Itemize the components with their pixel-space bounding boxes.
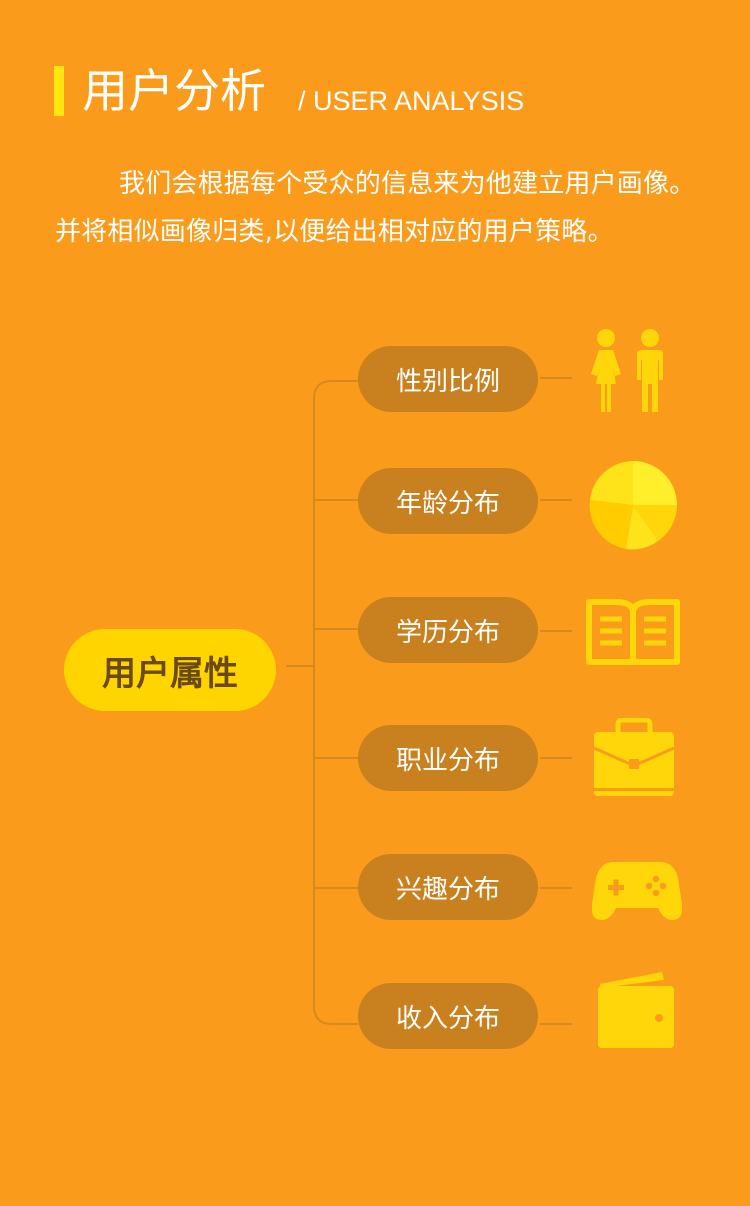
- briefcase-icon: [593, 718, 675, 796]
- node-income: 收入分布: [358, 983, 538, 1049]
- node-gender: 性别比例: [358, 346, 538, 412]
- pie-chart-icon: [589, 461, 677, 550]
- node-education: 学历分布: [358, 597, 538, 663]
- wallet-icon: [598, 972, 674, 1048]
- book-icon: [586, 599, 680, 665]
- page-title: 用户分析: [82, 64, 266, 118]
- node-interest: 兴趣分布: [358, 854, 538, 920]
- page-subtitle: / USER ANALYSIS: [298, 86, 525, 116]
- node-age: 年龄分布: [358, 468, 538, 534]
- gamepad-icon: [592, 862, 682, 920]
- title-accent-bar: [54, 66, 64, 116]
- node-occupation: 职业分布: [358, 725, 538, 791]
- branch-trunk: [313, 380, 358, 1025]
- root-node: 用户属性: [64, 629, 276, 711]
- intro-paragraph: 我们会根据每个受众的信息来为他建立用户画像。并将相似画像归类,以便给出相对应的用…: [55, 169, 696, 247]
- gender-icon: [591, 329, 663, 412]
